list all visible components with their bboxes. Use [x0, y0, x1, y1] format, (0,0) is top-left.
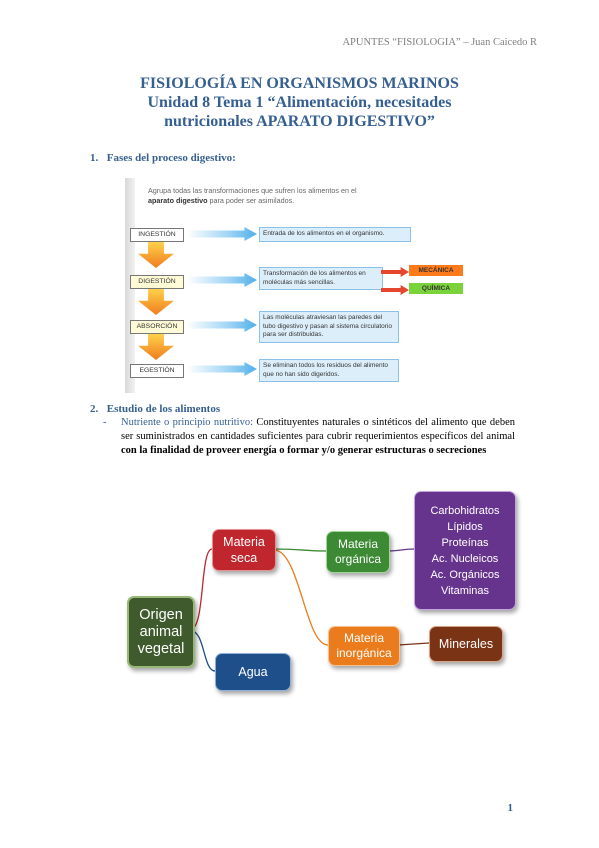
node-organic-components: Carbohidratos Lípidos Proteínas Ac. Nucl…	[414, 491, 516, 610]
organic-item: Proteínas	[441, 536, 489, 549]
phase-description: Transformación de los alimentos en moléc…	[259, 267, 383, 290]
digestion-type-chemical: QUÍMICA	[409, 283, 463, 294]
phase-egestion: EGESTIÓN	[130, 364, 184, 378]
organic-item: Ac. Orgánicos	[430, 568, 500, 581]
organic-item: Ac. Nucleicos	[431, 552, 499, 565]
phase-description: Las moléculas atraviesan las paredes del…	[259, 311, 399, 343]
red-arrow-icon	[381, 267, 409, 277]
node-organica-label: Materia orgánica	[334, 537, 382, 566]
right-arrow-icon	[187, 273, 257, 287]
nutrient-text: Constituyentes naturales o sintéticos de…	[121, 417, 515, 442]
section-1-title: Fases del proceso digestivo:	[106, 152, 236, 164]
title-line-3: nutricionales APARATO DIGESTIVO”	[164, 113, 435, 130]
digestive-phases-diagram: Agrupa todas las transformaciones que su…	[125, 178, 463, 393]
organic-item: Carbohidratos	[430, 504, 500, 517]
list-dash: -	[103, 417, 107, 428]
node-agua-label: Agua	[238, 665, 268, 679]
connector-minerales	[397, 642, 430, 646]
node-seca-label: Materia seca	[223, 535, 265, 565]
section-1-number: 1.	[90, 152, 99, 164]
node-origen-label: Origen animal vegetal	[137, 606, 185, 657]
title-line-1: FISIOLOGÍA EN ORGANISMOS MARINOS	[140, 75, 459, 92]
page-title: FISIOLOGÍA EN ORGANISMOS MARINOS Unidad …	[0, 74, 599, 131]
right-arrow-icon	[187, 318, 257, 332]
node-materia-seca: Materia seca	[212, 529, 276, 571]
intro-text-1: Agrupa todas las transformaciones que su…	[148, 186, 357, 195]
intro-text-bold: aparato digestivo	[148, 196, 208, 205]
title-line-2: Unidad 8 Tema 1 “Alimentación, necesitad…	[147, 94, 452, 111]
diagram-intro: Agrupa todas las transformaciones que su…	[148, 186, 410, 206]
right-arrow-icon	[187, 227, 257, 241]
connector-inorganica	[273, 549, 329, 646]
intro-text-2: para poder ser asimilados.	[207, 196, 295, 205]
nutrient-definition: - Nutriente o principio nutritivo: Const…	[103, 416, 515, 458]
node-materia-inorganica: Materia inorgánica	[328, 626, 400, 666]
node-materia-organica: Materia orgánica	[326, 531, 390, 573]
node-minerales-label: Minerales	[438, 637, 494, 651]
right-arrow-icon	[187, 362, 257, 376]
nutrient-term: Nutriente o principio nutritivo:	[121, 417, 254, 428]
section-2-title: Estudio de los alimentos	[106, 403, 221, 415]
connector-organica	[273, 548, 327, 552]
phase-description: Entrada de los alimentos en el organismo…	[259, 227, 411, 242]
connector-list	[387, 548, 415, 552]
phase-description: Se eliminan todos los residuos del alime…	[259, 359, 399, 382]
phase-digestion: DIGESTIÓN	[130, 275, 184, 289]
section-1-heading: 1. Fases del proceso digestivo:	[90, 152, 236, 164]
organic-item: Lípidos	[447, 520, 483, 533]
node-origen: Origen animal vegetal	[127, 596, 195, 668]
running-header: APUNTES “FISIOLOGIA” – Juan Caicedo R	[342, 37, 537, 48]
digestion-type-mechanical: MECÁNICA	[409, 265, 463, 276]
red-arrow-icon	[381, 285, 409, 295]
node-minerales: Minerales	[429, 626, 503, 662]
phase-ingestion: INGESTIÓN	[130, 228, 184, 242]
node-agua: Agua	[215, 653, 291, 691]
organic-item: Vitaminas	[440, 584, 490, 597]
phase-absorption: ABSORCIÓN	[130, 320, 184, 334]
section-2-number: 2.	[90, 403, 99, 415]
nutrient-bold-text: con la finalidad de proveer energía o fo…	[121, 445, 487, 456]
node-inorganica-label: Materia inorgánica	[336, 631, 392, 660]
page-number: 1	[507, 802, 514, 814]
section-2-heading: 2. Estudio de los alimentos	[90, 403, 220, 415]
